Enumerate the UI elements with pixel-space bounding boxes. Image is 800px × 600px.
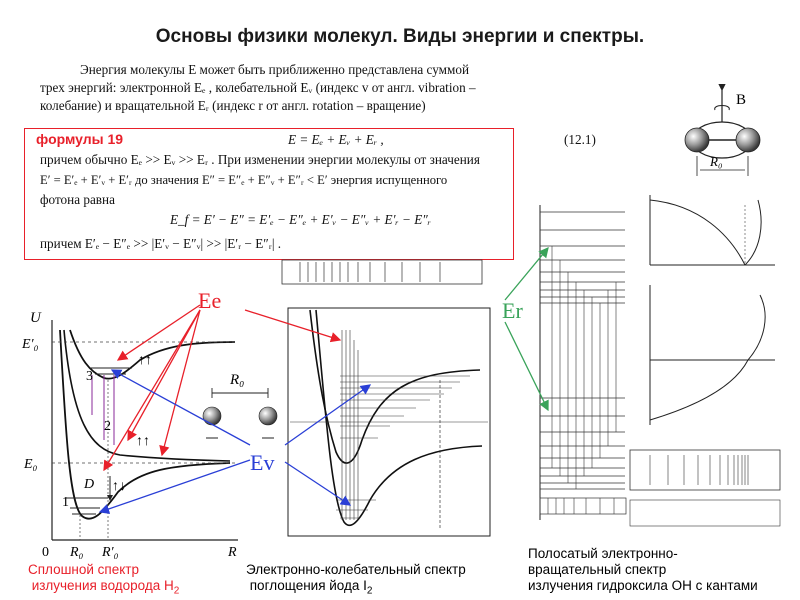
D-label: D xyxy=(83,477,94,492)
green-arrows xyxy=(504,246,549,412)
hydrogen-caption-line1: Сплошной спектр xyxy=(28,562,139,577)
hydrogen-caption-sub: 2 xyxy=(173,585,180,597)
Ev-label: Ev xyxy=(250,450,274,475)
red-arrows xyxy=(103,304,342,472)
R0-molecule-label: R₀ xyxy=(229,372,244,388)
hydrogen-caption-text: излучения водорода H xyxy=(28,578,174,593)
spin-up-down: ↑↓ xyxy=(112,479,126,494)
B-axis-label: B xyxy=(736,92,746,108)
iodine-caption-sub: 2 xyxy=(366,585,373,597)
axis-U-label: U xyxy=(30,310,42,326)
formula-box xyxy=(24,128,514,260)
oh-caption-line2: вращательный спектр xyxy=(528,562,667,577)
h-repulsive-curve xyxy=(63,329,231,462)
h-upper-curve xyxy=(69,329,236,380)
diatomic-molecule xyxy=(202,388,278,439)
iodine-spectrum-plot xyxy=(281,259,491,537)
Er-label: Er xyxy=(502,298,523,323)
Ee-label: Ee xyxy=(198,288,221,313)
blue-arrows xyxy=(98,369,372,514)
E0-label: E₀ xyxy=(23,457,38,472)
oh-caption-line1: Полосатый электронно- xyxy=(528,546,678,561)
text-line-6: E′ = E′ₑ + E′ᵥ + E′ᵣ до значения E″ = E″… xyxy=(40,173,448,187)
R0-rotor-label: R₀ xyxy=(709,154,722,169)
formulas-label: формулы 19 xyxy=(36,131,124,147)
level-3-label: 3 xyxy=(86,369,93,384)
page-title: Основы физики молекул. Виды энергии и сп… xyxy=(155,26,645,47)
equation-number: (12.1) xyxy=(564,132,596,147)
text-line-5: причем обычно Eₑ >> Eᵥ >> Eᵣ . При измен… xyxy=(40,152,480,167)
oh-caption-line3: излучения гидроксила OH с кантами xyxy=(528,578,758,593)
origin-label: 0 xyxy=(42,545,49,560)
R0-axis-label: R₀ xyxy=(69,545,84,560)
text-line-3: колебание) и вращательной Eᵣ (индекс r о… xyxy=(40,98,426,113)
spin-up-up-upper: ↑↑ xyxy=(138,353,152,368)
spin-up-up-mid: ↑↑ xyxy=(136,434,150,449)
hydrogen-potential-plot xyxy=(51,320,238,541)
formula-energy-sum: E = Eₑ + Eᵥ + Eᵣ , xyxy=(288,132,384,147)
R0-prime-axis-label: R′₀ xyxy=(101,545,119,560)
hydrogen-caption-line2: излучения водорода H2 xyxy=(28,578,180,600)
text-line-1: Энергия молекулы E может быть приближенн… xyxy=(80,62,469,77)
formula-photon-energy: E_f = E′ − E″ = E′ₑ − E″ₑ + E′ᵥ − E″ᵥ + … xyxy=(170,212,431,227)
iodine-caption-line1: Электронно-колебательный спектр xyxy=(246,562,466,577)
iodine-caption-text: поглощения йода I xyxy=(246,578,367,593)
level-2-label: 2 xyxy=(104,419,111,434)
text-line-9: причем E′ₑ − E″ₑ >> |E′ᵥ − E″ᵥ| >> |E′ᵣ … xyxy=(40,236,282,251)
E0-prime-label: E′₀ xyxy=(21,337,39,352)
text-line-7: фотона равна xyxy=(40,192,115,207)
h-lower-curve xyxy=(59,329,231,520)
level-1-label: 1 xyxy=(62,495,69,510)
rotating-molecule xyxy=(684,84,761,176)
iodine-caption-line2: поглощения йода I2 xyxy=(246,578,373,600)
oh-band-spectrum xyxy=(539,195,781,527)
axis-R-label: R xyxy=(227,545,237,560)
text-line-2: трех энергий: электронной Eₑ , колебател… xyxy=(40,80,476,95)
